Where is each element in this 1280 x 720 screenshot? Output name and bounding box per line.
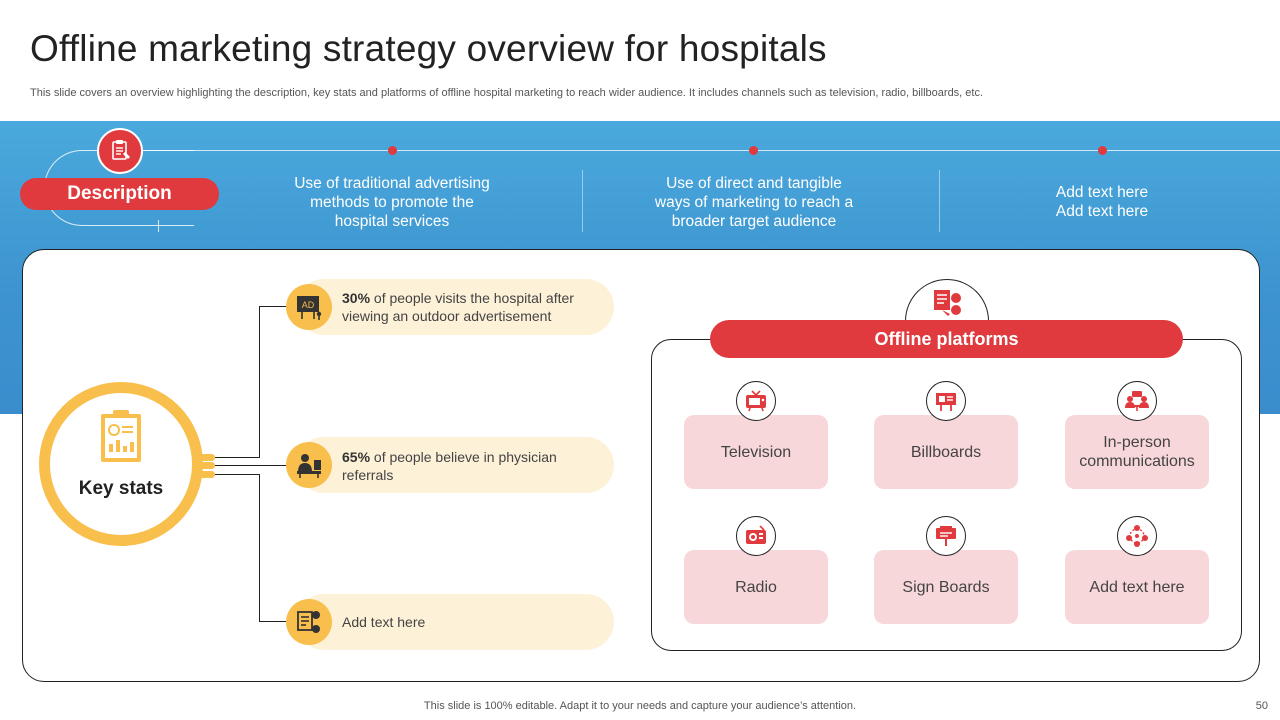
description-line: Add text here: [1055, 184, 1149, 201]
description-line: hospital services: [334, 212, 450, 230]
connector-wire: [259, 474, 260, 622]
connector-tab: [197, 454, 215, 461]
platform-tile-television: Television: [684, 415, 828, 489]
billboard-ad-icon: AD: [286, 284, 332, 330]
stat-item: [296, 594, 614, 650]
timeline-line: [118, 150, 1280, 151]
physician-desk-icon: [286, 442, 332, 488]
marketing-documents-icon: [934, 290, 961, 316]
description-line: Add text here: [1055, 203, 1149, 220]
description-line: ways of marketing to reach a: [654, 193, 854, 211]
platform-tile-in-person: In-person communications: [1065, 415, 1209, 489]
description-line: methods to promote the: [310, 193, 474, 211]
description-line: Use of traditional advertising: [294, 174, 490, 192]
platform-tile-radio: Radio: [684, 550, 828, 624]
stat-highlight: 65%: [342, 449, 371, 465]
platform-tile-add-text: Add text here: [1065, 550, 1209, 624]
column-divider: [582, 170, 583, 232]
stat-body: of people visits the hospital after view…: [342, 290, 574, 324]
slide-title: Offline marketing strategy overview for …: [30, 28, 827, 69]
timeline-dot: [1098, 146, 1107, 155]
billboard-icon: [926, 381, 966, 421]
stat-body: of people believe in physician referrals: [342, 449, 557, 483]
television-icon: [736, 381, 776, 421]
network-icon: [1117, 516, 1157, 556]
timeline-dot: [388, 146, 397, 155]
radio-icon: [736, 516, 776, 556]
signboard-icon: [926, 516, 966, 556]
connector-wire: [259, 621, 289, 622]
stat-text: 30% of people visits the hospital after …: [342, 289, 607, 325]
platforms-header: Offline platforms: [710, 320, 1183, 358]
connector-tab: [197, 462, 215, 469]
description-column-3: Add text here Add text here: [987, 165, 1217, 239]
footer-note: This slide is 100% editable. Adapt it to…: [423, 700, 857, 712]
stat-item: [296, 437, 614, 493]
platform-tile-billboards: Billboards: [874, 415, 1018, 489]
stat-body: Add text here: [342, 614, 426, 630]
platform-tile-sign-boards: Sign Boards: [874, 550, 1018, 624]
column-divider: [939, 170, 940, 232]
description-line: broader target audience: [671, 212, 837, 230]
description-document-icon: [97, 128, 143, 174]
slide-subtitle: This slide covers an overview highlighti…: [30, 87, 984, 99]
page-number: 50: [1255, 700, 1268, 712]
meeting-icon: [1117, 381, 1157, 421]
connector-wire: [259, 306, 289, 307]
clipboard-chart-icon: [98, 408, 144, 469]
connector-tab: [197, 471, 215, 478]
description-label: Description: [20, 178, 219, 210]
description-line: Use of direct and tangible: [666, 174, 842, 192]
billboard-ad-text: AD: [302, 300, 315, 310]
stat-item: [296, 279, 614, 335]
timeline-dot: [749, 146, 758, 155]
connector-wire: [215, 465, 289, 466]
connector-wire: [215, 457, 259, 458]
stat-text: 65% of people believe in physician refer…: [342, 448, 607, 484]
stat-text: Add text here: [342, 613, 607, 631]
connector-wire: [259, 306, 260, 458]
description-column-1: Use of traditional advertising methods t…: [277, 165, 507, 239]
connector-wire: [215, 474, 259, 475]
description-column-2: Use of direct and tangible ways of marke…: [639, 165, 869, 239]
document-people-icon: [286, 599, 332, 645]
stat-highlight: 30%: [342, 290, 371, 306]
timeline-arc-tick: [158, 220, 159, 232]
key-stats-label: Key stats: [78, 478, 164, 499]
